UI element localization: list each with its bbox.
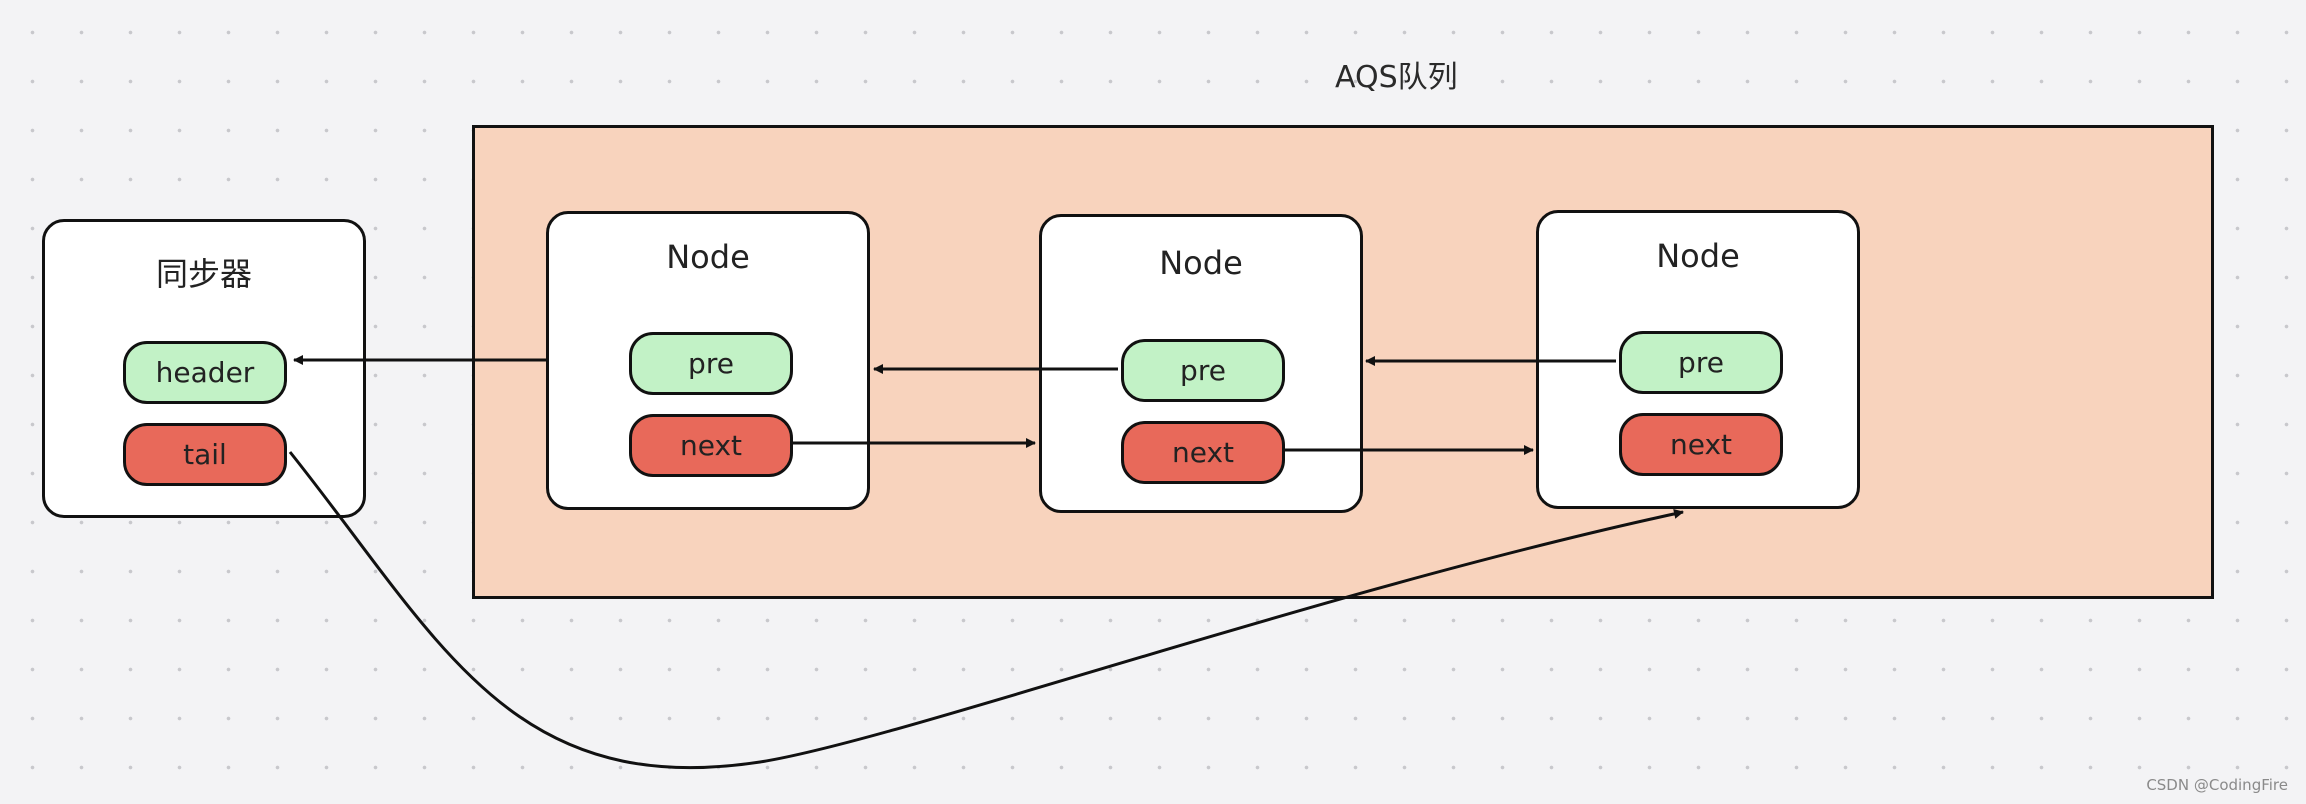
node-next-field: next (1121, 421, 1285, 484)
node-title: Node (1159, 244, 1243, 282)
queue-title: AQS队列 (1335, 60, 1458, 95)
node-pre-field: pre (1121, 339, 1285, 402)
watermark: CSDN @CodingFire (2146, 776, 2288, 794)
node-pre-field: pre (629, 332, 793, 395)
node-card-1: Node pre next (546, 211, 870, 510)
node-next-field: next (1619, 413, 1783, 476)
synchronizer-card: 同步器 header tail (42, 219, 366, 518)
synchronizer-tail-field: tail (123, 423, 287, 486)
arrow-tail-to-node3 (288, 451, 1684, 770)
node-title: Node (666, 238, 750, 276)
node-pre-field: pre (1619, 331, 1783, 394)
node-card-2: Node pre next (1039, 214, 1363, 513)
node-next-field: next (629, 414, 793, 477)
node-title: Node (1656, 237, 1740, 275)
synchronizer-header-field: header (123, 341, 287, 404)
synchronizer-title: 同步器 (155, 255, 252, 293)
